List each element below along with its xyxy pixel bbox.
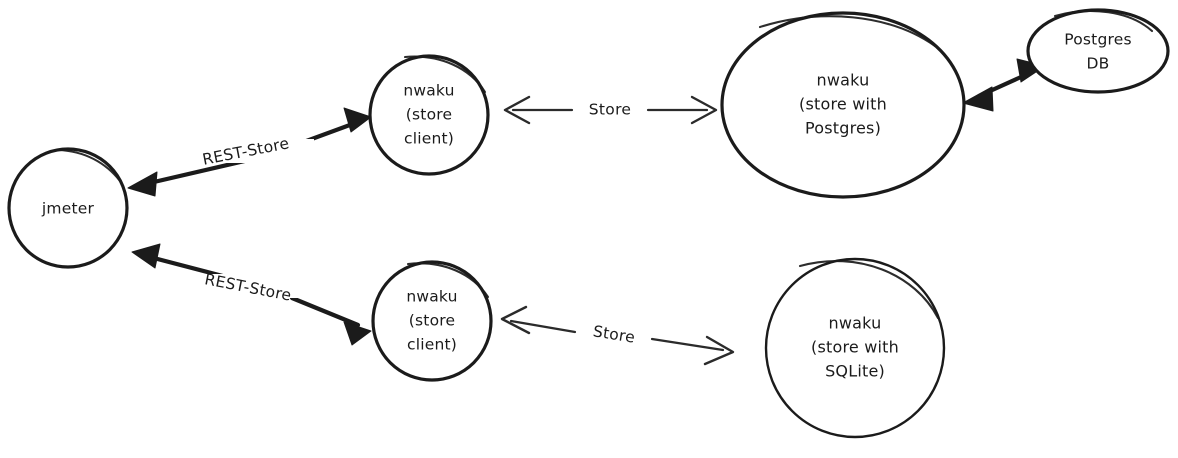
jmeter-circle-overstroke bbox=[56, 148, 122, 183]
edge-label-store-bottom: Store bbox=[592, 322, 637, 346]
store-client-bottom-circle[interactable] bbox=[371, 260, 493, 382]
store-bottom-shaft-left bbox=[509, 319, 577, 334]
postgres-db-overstroke bbox=[1053, 9, 1154, 33]
store-sqlite-label-line1: nwaku bbox=[829, 314, 882, 333]
jmeter-circle[interactable] bbox=[7, 147, 129, 269]
store-postgres-overstroke bbox=[758, 15, 937, 48]
store-bottom-right-arrowhead bbox=[703, 335, 735, 366]
edge-rest-store-top: REST-Store bbox=[127, 107, 372, 197]
store-client-bottom-label-line1: nwaku bbox=[406, 288, 457, 306]
store-top-left-arrowhead bbox=[503, 95, 531, 125]
node-store-client-bottom[interactable]: nwaku (store client) bbox=[371, 260, 493, 382]
store-client-top-label-line2: (store bbox=[406, 106, 452, 124]
edge-label-store-top: Store bbox=[589, 101, 631, 119]
postgres-db-label-line2: DB bbox=[1087, 55, 1110, 73]
store-sqlite-overstroke bbox=[798, 259, 940, 320]
store-client-top-circle[interactable] bbox=[368, 54, 490, 176]
edge-store-bottom: Store bbox=[500, 305, 735, 366]
store-client-bottom-overstroke bbox=[406, 262, 490, 299]
rest-store-top-right-arrowhead bbox=[343, 107, 372, 133]
store-sqlite-circle[interactable] bbox=[764, 257, 946, 439]
rest-store-top-left-arrowhead bbox=[127, 171, 158, 197]
store-client-top-label-line1: nwaku bbox=[403, 82, 454, 100]
store-client-bottom-label-line2: (store bbox=[409, 312, 455, 330]
node-store-postgres[interactable]: nwaku (store with Postgres) bbox=[720, 11, 966, 199]
edge-rest-store-bottom: REST-Store bbox=[131, 243, 372, 346]
store-sqlite-label-line2: (store with bbox=[811, 338, 899, 357]
node-store-client-top[interactable]: nwaku (store client) bbox=[368, 54, 490, 176]
node-jmeter[interactable]: jmeter bbox=[7, 147, 129, 269]
store-sqlite-label-line3: SQLite) bbox=[825, 362, 885, 381]
node-store-sqlite[interactable]: nwaku (store with SQLite) bbox=[764, 257, 946, 439]
rest-store-bottom-label-backing bbox=[180, 274, 318, 298]
rest-store-top-label-backing bbox=[178, 139, 314, 163]
postgres-db-ellipse[interactable] bbox=[1026, 8, 1170, 94]
node-postgres-db[interactable]: Postgres DB bbox=[1026, 8, 1170, 94]
rest-store-bottom-right-shaft bbox=[289, 295, 361, 328]
store-postgres-label-line1: nwaku bbox=[817, 71, 870, 90]
store-client-top-overstroke bbox=[403, 55, 487, 94]
store-top-right-arrowhead bbox=[690, 95, 718, 125]
edge-store-top: Store bbox=[503, 95, 718, 125]
store-postgres-label-line3: Postgres) bbox=[805, 119, 881, 138]
store-client-bottom-label-line3: client) bbox=[407, 336, 457, 354]
store-bottom-left-arrowhead bbox=[500, 305, 531, 335]
store-postgres-label-line2: (store with bbox=[799, 95, 887, 114]
jmeter-label: jmeter bbox=[41, 200, 95, 218]
rest-store-bottom-left-arrowhead bbox=[131, 243, 161, 269]
postgres-db-label-line1: Postgres bbox=[1064, 31, 1132, 49]
postgres-link-left-arrowhead bbox=[962, 86, 994, 112]
store-bottom-shaft-right bbox=[650, 337, 725, 352]
store-postgres-ellipse[interactable] bbox=[720, 11, 966, 199]
rest-store-bottom-right-arrowhead bbox=[343, 321, 372, 346]
store-client-top-label-line3: client) bbox=[404, 130, 454, 148]
